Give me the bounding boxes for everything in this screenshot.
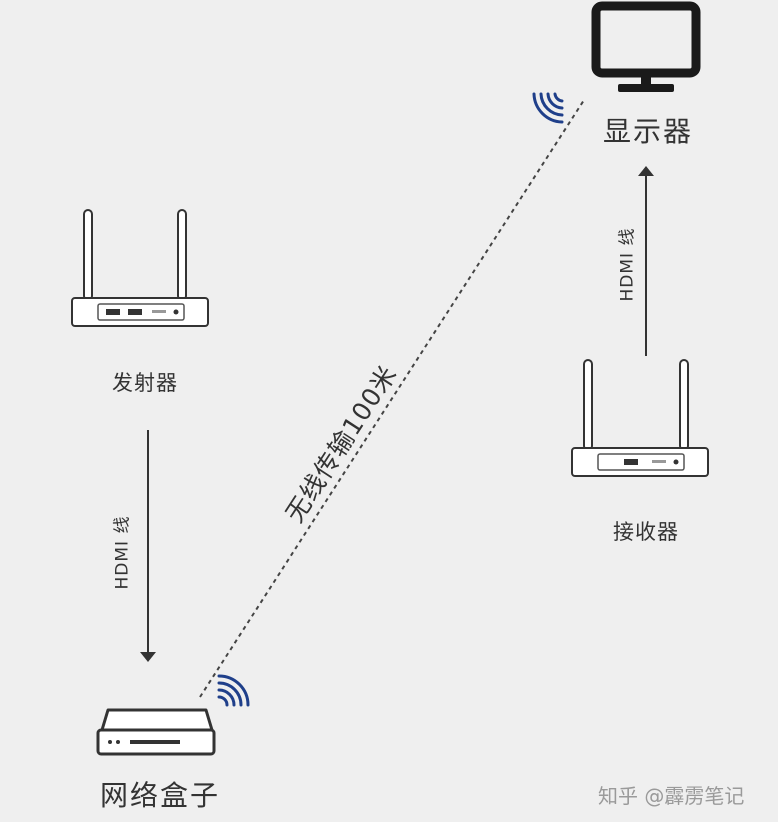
left-hdmi-arrow bbox=[140, 430, 156, 662]
left-hdmi-cable-label: HDMI 线 bbox=[112, 515, 133, 590]
monitor-icon bbox=[591, 1, 701, 92]
network-box-label: 网络盒子 bbox=[100, 779, 221, 812]
watermark-text: 知乎 @霹雳笔记 bbox=[598, 784, 745, 808]
right-hdmi-cable-label: HDMI 线 bbox=[617, 227, 638, 302]
transmitter-label: 发射器 bbox=[112, 371, 178, 395]
display-label: 显示器 bbox=[603, 115, 694, 148]
wifi-signal-icon-display bbox=[532, 92, 564, 124]
network-box-device-icon bbox=[96, 708, 216, 756]
receiver-label: 接收器 bbox=[613, 520, 679, 544]
right-hdmi-arrow bbox=[638, 166, 654, 356]
receiver-device-icon bbox=[571, 359, 709, 477]
wireless-dashed-line bbox=[199, 99, 585, 698]
wifi-signal-icon-network-box bbox=[217, 674, 250, 707]
transmitter-device-icon bbox=[71, 209, 209, 327]
